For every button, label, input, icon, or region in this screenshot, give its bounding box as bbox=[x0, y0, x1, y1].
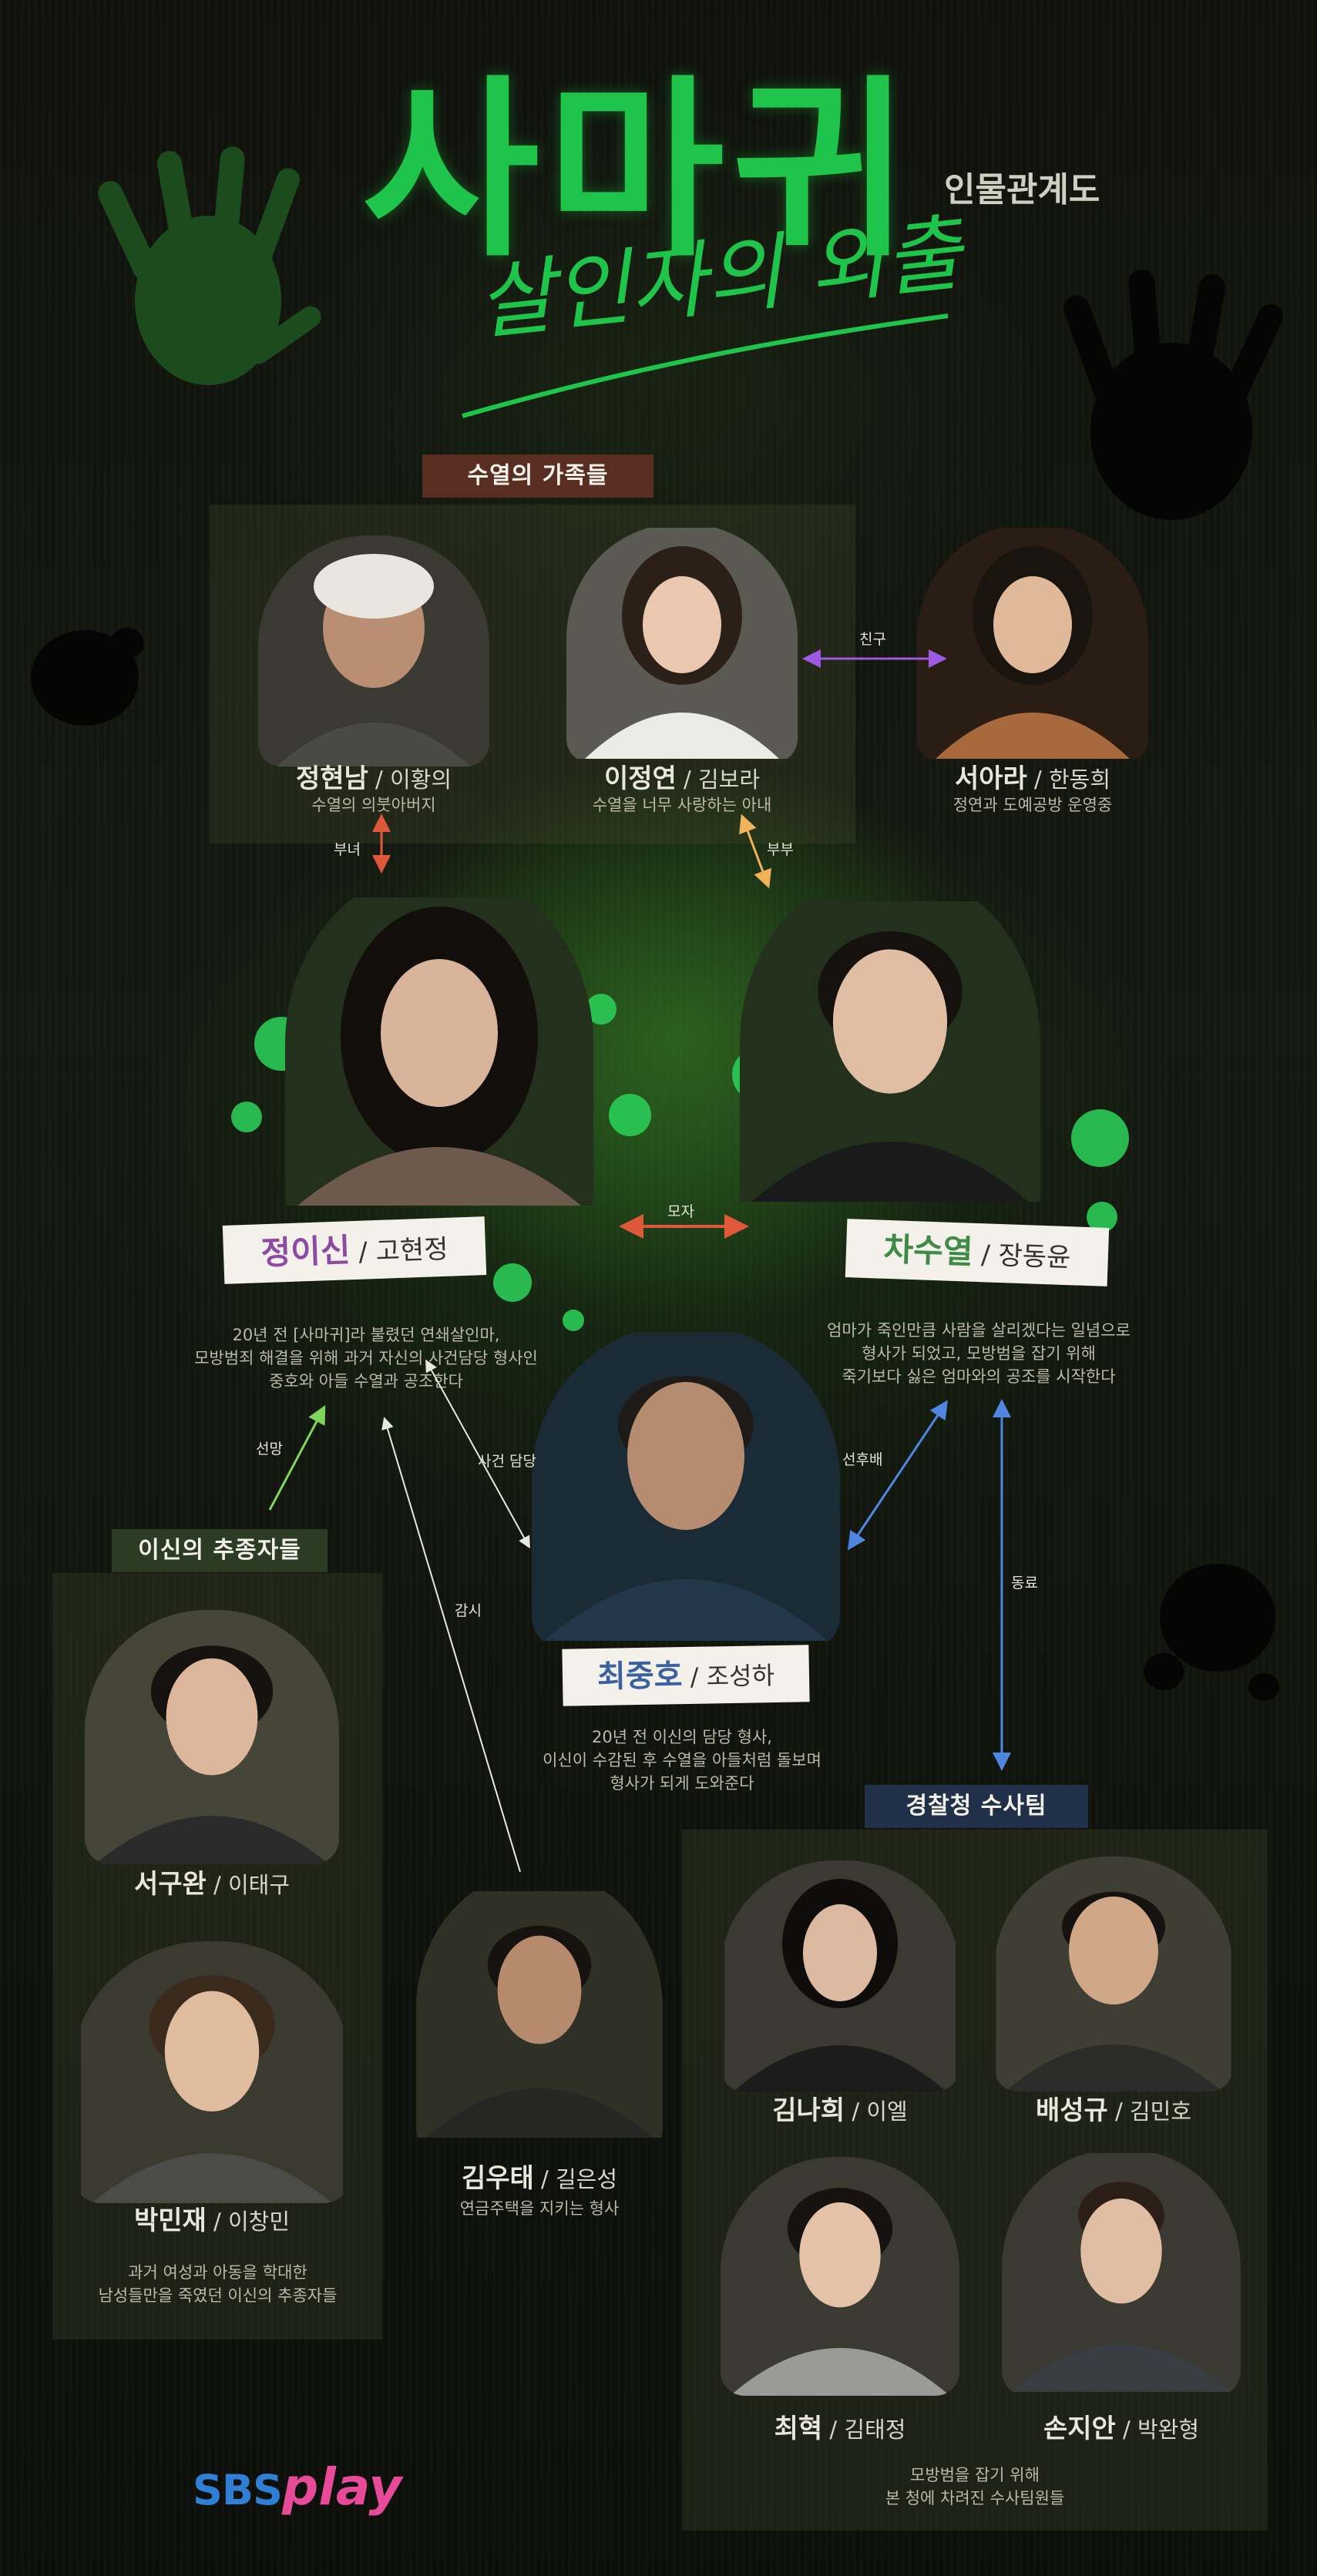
avatar-choi-jungho bbox=[532, 1325, 840, 1649]
desc-lee-jungyeon: 수열을 너무 사랑하는 아내 bbox=[592, 796, 772, 814]
desc-seo-ara: 정연과 도예공방 운영중 bbox=[952, 796, 1113, 814]
chart-type-label: 인물관계도 bbox=[944, 170, 1100, 210]
avatar-cha-suyeol bbox=[740, 870, 1040, 1233]
name-kim-wootae: 김우태 / 길은성 bbox=[461, 2163, 618, 2194]
desc-kim-wootae: 연금주택을 지키는 형사 bbox=[459, 2199, 620, 2218]
sbs-play-logo: SBSplay bbox=[193, 2457, 402, 2517]
name-seo-guwan: 서구완 / 이태구 bbox=[133, 1869, 291, 1900]
relation-label-colleague: 동료 bbox=[1011, 1575, 1038, 1592]
desc-police: 모방범을 잡기 위해 본 청에 차려진 수사팀원들 bbox=[885, 2466, 1065, 2507]
splat bbox=[563, 1310, 584, 1331]
desc-cha-suyeol: 엄마가 죽인만큼 사람을 살리겠다는 일념으로 형사가 되었고, 모방범을 잡기… bbox=[827, 1321, 1131, 1386]
avatar-son-jian bbox=[1002, 2149, 1241, 2396]
relation-label-friend: 친구 bbox=[859, 631, 886, 648]
relation-label-senior-junior: 선후배 bbox=[842, 1451, 883, 1468]
relation-label-couple: 부부 bbox=[767, 841, 794, 858]
avatar-jung-hyunnam bbox=[258, 535, 489, 766]
relation-label-case: 사건 담당 bbox=[478, 1453, 536, 1470]
name-son-jian: 손지안 / 박완형 bbox=[1043, 2413, 1200, 2444]
relation-label-mother-son: 모자 bbox=[667, 1203, 694, 1220]
name-kim-nahee: 김나희 / 이엘 bbox=[772, 2095, 908, 2126]
avatar-kim-wootae bbox=[416, 1872, 663, 2157]
avatar-choi-hyuk bbox=[721, 2157, 959, 2396]
relation-label-father-daughter: 부녀 bbox=[334, 841, 361, 858]
avatar-bae-sunggyu bbox=[994, 1857, 1233, 2091]
avatar-lee-jungyeon bbox=[566, 524, 798, 763]
name-bae-sunggyu: 배성규 / 김민호 bbox=[1035, 2095, 1192, 2126]
relation-label-envy: 선망 bbox=[256, 1441, 283, 1457]
name-seo-ara: 서아라 / 한동희 bbox=[954, 763, 1111, 794]
section-label-family: 수열의 가족들 bbox=[422, 454, 653, 498]
main-title: 사마귀 bbox=[362, 56, 917, 283]
name-jung-hyunnam: 정현남 / 이황의 bbox=[295, 763, 452, 794]
name-park-minjae: 박민재 / 이창민 bbox=[133, 2205, 291, 2236]
name-choi-hyuk: 최혁 / 김태정 bbox=[774, 2413, 906, 2444]
section-label-followers: 이신의 추종자들 bbox=[112, 1529, 328, 1572]
avatar-jung-ishin bbox=[285, 870, 593, 1233]
desc-choi-jungho: 20년 전 이신의 담당 형사, 이신이 수감된 후 수열을 아들처럼 돌보며 … bbox=[543, 1728, 821, 1793]
title-block: 사마귀 살인자의 외출 bbox=[339, 56, 971, 418]
avatar-seo-guwan bbox=[85, 1610, 339, 1864]
splat bbox=[493, 1263, 532, 1302]
section-label-police: 경찰청 수사팀 bbox=[865, 1785, 1088, 1828]
title-slash bbox=[462, 314, 949, 418]
desc-jung-hyunnam: 수열의 의붓아버지 bbox=[311, 796, 436, 814]
desc-followers: 과거 여성과 아동을 학대한 남성들만을 죽였던 이신의 추종자들 bbox=[98, 2263, 338, 2305]
splat bbox=[231, 1102, 262, 1132]
avatar-park-minjae bbox=[73, 1941, 351, 2203]
avatar-kim-nahee bbox=[721, 1860, 959, 2091]
avatar-seo-ara bbox=[917, 524, 1148, 763]
splat bbox=[1071, 1109, 1129, 1167]
name-lee-jungyeon: 이정연 / 김보라 bbox=[603, 763, 761, 794]
splat bbox=[609, 1094, 651, 1136]
relation-label-surveil: 감시 bbox=[455, 1602, 482, 1619]
